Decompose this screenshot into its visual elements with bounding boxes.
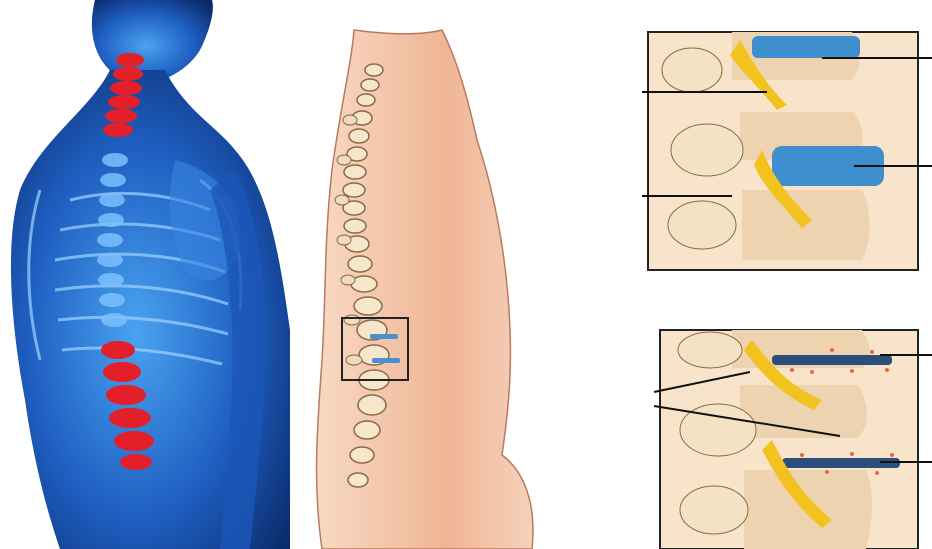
disc-detail-panel xyxy=(622,0,932,549)
healthy-disc-detail xyxy=(642,32,932,270)
disc-upper xyxy=(752,36,860,58)
degenerated-disc-detail xyxy=(654,330,932,549)
thin-disc-upper xyxy=(772,355,892,365)
xray-back-panel xyxy=(0,0,290,549)
side-spine-illustration xyxy=(292,0,622,549)
side-spine-panel xyxy=(292,0,622,549)
disc-detail-illustrations xyxy=(622,0,932,549)
xray-back-illustration xyxy=(0,0,290,549)
